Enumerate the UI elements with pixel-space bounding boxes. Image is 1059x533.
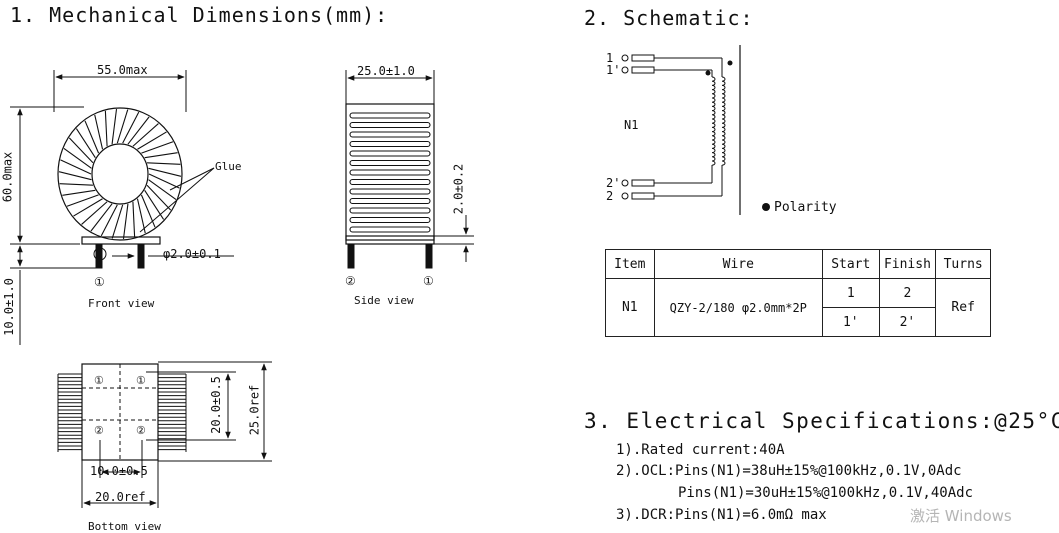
cell-wire: QZY-2/180 φ2.0mm*2P	[653, 278, 823, 337]
bottom-pin-1b-marker: ①	[136, 374, 146, 387]
mechanical-dimensions-title: 1. Mechanical Dimensions(mm):	[10, 3, 389, 27]
cell-finish-2: 2'	[878, 307, 937, 337]
cell-start-1: 1	[821, 278, 880, 308]
mechanical-drawing	[10, 70, 474, 508]
pin-diameter-dimension: φ2.0±0.1	[163, 247, 221, 261]
cell-turns: Ref	[935, 278, 991, 337]
front-pin-1-marker: ①	[94, 275, 105, 289]
winding-label: N1	[624, 118, 639, 132]
schematic-pin-1-prime: 1'	[606, 63, 621, 77]
cell-finish-1: 2	[878, 278, 937, 308]
schematic-pin-1: 1	[606, 51, 614, 65]
schematic-pin-2-prime: 2'	[606, 176, 621, 190]
side-pin-2-marker: ②	[345, 274, 356, 288]
schematic-diagram	[621, 45, 770, 215]
table-header-row: Item Wire Start Finish Turns	[605, 249, 991, 279]
table-row: N1 QZY-2/180 φ2.0mm*2P 1 2 Ref	[605, 278, 991, 337]
bottom-pin-2a-marker: ②	[94, 424, 104, 437]
spec-ocl-40a: Pins(N1)=30uH±15%@100kHz,0.1V,40Adc	[678, 485, 974, 501]
side-view-caption: Side view	[354, 294, 414, 307]
body-vertical-dimension: 25.0ref	[247, 384, 262, 436]
spec-ocl-0a: 2).OCL:Pins(N1)=38uH±15%@100kHz,0.1V,0Ad…	[616, 463, 962, 479]
glue-label: Glue	[215, 160, 242, 173]
bottom-view	[57, 361, 272, 508]
side-view	[345, 70, 474, 269]
bottom-pin-1a-marker: ①	[94, 374, 104, 387]
body-horizontal-dimension: 20.0ref	[95, 490, 146, 504]
front-width-dimension: 55.0max	[97, 63, 148, 77]
pin-spacing-horizontal-dimension: 10.0±0.5	[90, 464, 148, 478]
front-height-dimension: 60.0max	[0, 151, 15, 203]
polarity-label: Polarity	[774, 200, 837, 215]
cell-item: N1	[605, 278, 655, 337]
electrical-specifications-title: 3. Electrical Specifications:@25°C	[584, 409, 1059, 433]
winding-table: Item Wire Start Finish Turns N1 QZY-2/18…	[605, 249, 991, 337]
pin-length-dimension: 10.0±1.0	[1, 278, 16, 336]
side-width-dimension: 25.0±1.0	[357, 64, 415, 78]
windows-activation-watermark: 激活 Windows	[910, 507, 1012, 525]
bottom-view-caption: Bottom view	[88, 520, 161, 533]
header-start: Start	[821, 249, 880, 279]
header-turns: Turns	[935, 249, 991, 279]
schematic-pin-2: 2	[606, 189, 614, 203]
schematic-title: 2. Schematic:	[584, 6, 754, 30]
front-view-caption: Front view	[88, 297, 155, 310]
header-finish: Finish	[878, 249, 937, 279]
cell-start-2: 1'	[821, 307, 880, 337]
side-pin-1-marker: ①	[423, 274, 434, 288]
bottom-pin-2b-marker: ②	[136, 424, 146, 437]
standoff-dimension: 2.0±0.2	[451, 163, 466, 215]
header-item: Item	[605, 249, 655, 279]
pin-spacing-vertical-dimension: 20.0±0.5	[208, 376, 223, 434]
table-row: 1' 2'	[606, 307, 991, 337]
spec-dcr: 3).DCR:Pins(N1)=6.0mΩ max	[616, 507, 827, 523]
spec-rated-current: 1).Rated current:40A	[616, 442, 785, 458]
front-view	[10, 70, 234, 345]
header-wire: Wire	[653, 249, 823, 279]
